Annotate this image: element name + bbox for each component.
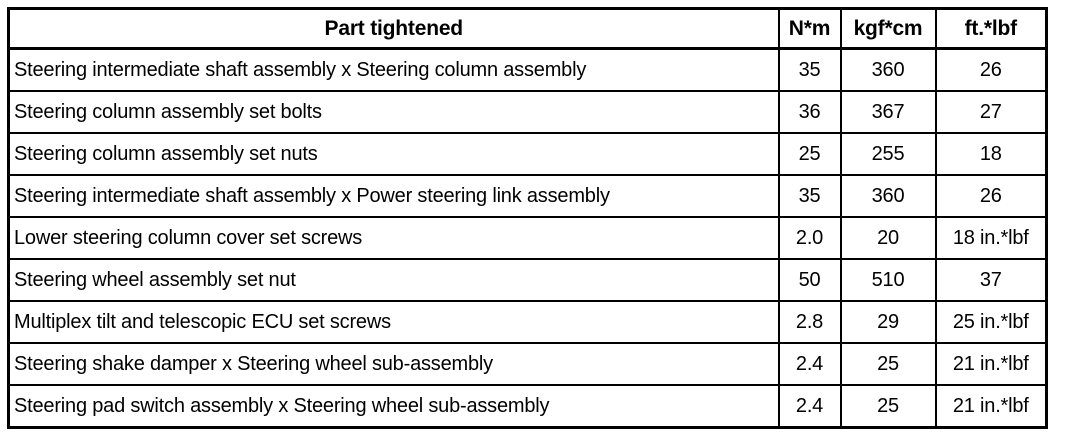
kgfcm-cell: 25 bbox=[839, 342, 937, 386]
nm-cell: 2.4 bbox=[777, 384, 842, 429]
table-row: Steering intermediate shaft assembly x S… bbox=[7, 47, 1048, 92]
part-cell: Steering intermediate shaft assembly x S… bbox=[7, 47, 780, 92]
table-row: Steering shake damper x Steering wheel s… bbox=[7, 342, 1048, 386]
table-row: Lower steering column cover set screws 2… bbox=[7, 216, 1048, 260]
part-cell: Steering wheel assembly set nut bbox=[7, 258, 780, 302]
table-row: Steering intermediate shaft assembly x P… bbox=[7, 174, 1048, 218]
torque-spec-table: Part tightened N*m kgf*cm ft.*lbf Steeri… bbox=[7, 7, 1048, 429]
nm-cell: 35 bbox=[777, 174, 842, 218]
table-header-row: Part tightened N*m kgf*cm ft.*lbf bbox=[7, 7, 1048, 50]
part-cell: Steering column assembly set nuts bbox=[7, 132, 780, 176]
nm-cell: 25 bbox=[777, 132, 842, 176]
nm-cell: 36 bbox=[777, 90, 842, 134]
kgfcm-cell: 255 bbox=[839, 132, 937, 176]
ftlbf-cell: 21 in.*lbf bbox=[934, 384, 1048, 429]
table-row: Steering column assembly set bolts 36 36… bbox=[7, 90, 1048, 134]
part-cell: Lower steering column cover set screws bbox=[7, 216, 780, 260]
header-kgfcm: kgf*cm bbox=[839, 7, 937, 50]
ftlbf-cell: 18 in.*lbf bbox=[934, 216, 1048, 260]
kgfcm-cell: 360 bbox=[839, 47, 937, 92]
kgfcm-cell: 360 bbox=[839, 174, 937, 218]
table-row: Steering pad switch assembly x Steering … bbox=[7, 384, 1048, 429]
header-ftlbf: ft.*lbf bbox=[934, 7, 1048, 50]
kgfcm-cell: 20 bbox=[839, 216, 937, 260]
nm-cell: 2.8 bbox=[777, 300, 842, 344]
ftlbf-cell: 27 bbox=[934, 90, 1048, 134]
ftlbf-cell: 26 bbox=[934, 174, 1048, 218]
ftlbf-cell: 37 bbox=[934, 258, 1048, 302]
part-cell: Steering shake damper x Steering wheel s… bbox=[7, 342, 780, 386]
kgfcm-cell: 29 bbox=[839, 300, 937, 344]
header-nm: N*m bbox=[777, 7, 842, 50]
ftlbf-cell: 21 in.*lbf bbox=[934, 342, 1048, 386]
ftlbf-cell: 18 bbox=[934, 132, 1048, 176]
kgfcm-cell: 367 bbox=[839, 90, 937, 134]
part-cell: Steering column assembly set bolts bbox=[7, 90, 780, 134]
part-cell: Steering pad switch assembly x Steering … bbox=[7, 384, 780, 429]
nm-cell: 35 bbox=[777, 47, 842, 92]
part-cell: Multiplex tilt and telescopic ECU set sc… bbox=[7, 300, 780, 344]
nm-cell: 2.0 bbox=[777, 216, 842, 260]
part-cell: Steering intermediate shaft assembly x P… bbox=[7, 174, 780, 218]
kgfcm-cell: 510 bbox=[839, 258, 937, 302]
nm-cell: 2.4 bbox=[777, 342, 842, 386]
ftlbf-cell: 26 bbox=[934, 47, 1048, 92]
table-row: Steering wheel assembly set nut 50 510 3… bbox=[7, 258, 1048, 302]
ftlbf-cell: 25 in.*lbf bbox=[934, 300, 1048, 344]
table-row: Multiplex tilt and telescopic ECU set sc… bbox=[7, 300, 1048, 344]
nm-cell: 50 bbox=[777, 258, 842, 302]
table-row: Steering column assembly set nuts 25 255… bbox=[7, 132, 1048, 176]
kgfcm-cell: 25 bbox=[839, 384, 937, 429]
header-part-tightened: Part tightened bbox=[7, 7, 780, 50]
